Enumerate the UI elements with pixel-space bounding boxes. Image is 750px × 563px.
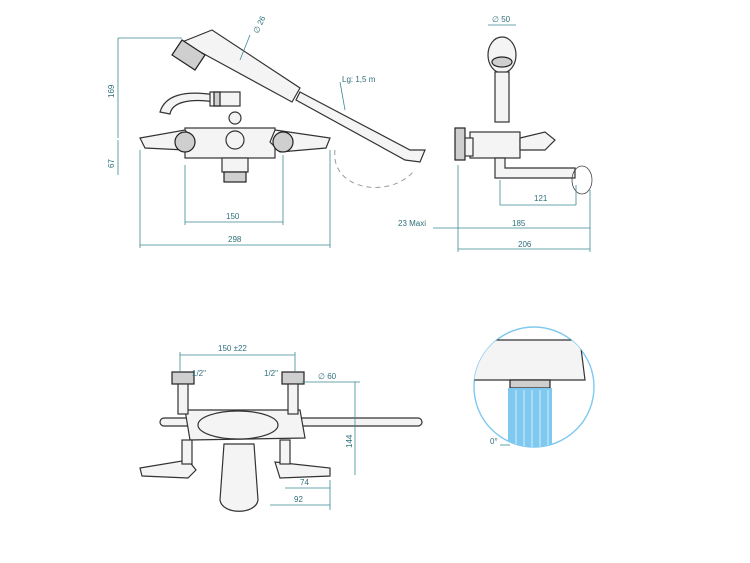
side-valve-body bbox=[469, 131, 521, 159]
spout bbox=[159, 92, 216, 115]
label-width-298: 298 bbox=[228, 235, 242, 244]
side-spout bbox=[494, 157, 576, 179]
label-depth-206: 206 bbox=[518, 240, 532, 249]
side-wall-flange bbox=[454, 127, 466, 161]
outlet-aerator bbox=[223, 171, 247, 183]
top-spout bbox=[219, 443, 259, 512]
side-lever bbox=[519, 131, 556, 151]
dim-leader-26 bbox=[239, 34, 251, 61]
label-height-169: 169 bbox=[107, 84, 116, 98]
top-lever-right bbox=[274, 461, 331, 479]
label-height-67: 67 bbox=[107, 159, 116, 168]
side-view: ∅ 50 121 23 Maxi 185 206 bbox=[398, 15, 593, 252]
top-stem-left bbox=[181, 439, 193, 465]
label-diameter-26: ∅ 26 bbox=[252, 14, 268, 35]
label-diameter-50: ∅ 50 bbox=[492, 15, 511, 24]
diverter-knob bbox=[225, 130, 245, 150]
holder-ring bbox=[213, 91, 221, 107]
lever-hub-left bbox=[174, 131, 196, 153]
label-height-144: 144 bbox=[345, 434, 354, 448]
detail-spout-body bbox=[474, 339, 586, 381]
detail-water-stream bbox=[508, 388, 552, 447]
label-angle: 0° bbox=[490, 437, 498, 446]
top-view: 150 ±22 1/2" 1/2" ∅ 60 144 74 92 bbox=[139, 344, 423, 512]
label-reach-185: 185 bbox=[512, 219, 526, 228]
label-diameter-60: ∅ 60 bbox=[318, 372, 337, 381]
hose-swing-arc bbox=[334, 149, 416, 188]
top-nut-left bbox=[171, 371, 195, 385]
label-thread-right: 1/2" bbox=[264, 369, 278, 378]
label-wall-max: 23 Maxi bbox=[398, 219, 426, 228]
hand-shower bbox=[180, 29, 301, 103]
label-thread-left: 1/2" bbox=[192, 369, 206, 378]
outlet-detail: 0° bbox=[473, 326, 595, 448]
detail-aerator bbox=[509, 379, 551, 389]
top-pipe-right bbox=[287, 383, 299, 415]
lever-hub-right bbox=[272, 131, 294, 153]
label-offset-74: 74 bbox=[300, 478, 309, 487]
label-spacing-150: 150 bbox=[226, 212, 240, 221]
dim-leader-hose bbox=[339, 81, 346, 111]
front-view: ∅ 26 Lg: 1,5 m 169 67 150 298 bbox=[107, 14, 426, 248]
shower-head bbox=[171, 39, 206, 71]
label-hose-length: Lg: 1,5 m bbox=[342, 75, 376, 84]
side-connector bbox=[464, 137, 474, 157]
top-nut-right bbox=[281, 371, 305, 385]
label-spacing-150-22: 150 ±22 bbox=[218, 344, 247, 353]
top-pipe-left bbox=[177, 383, 189, 415]
side-shower-face bbox=[491, 56, 513, 68]
top-stem-right bbox=[279, 439, 291, 465]
bath-outlet bbox=[221, 157, 249, 173]
side-shower-stem bbox=[494, 71, 510, 123]
side-outlet-detail bbox=[571, 165, 593, 195]
diverter-cap bbox=[228, 111, 242, 125]
label-offset-121: 121 bbox=[534, 194, 548, 203]
shower-hose bbox=[295, 91, 426, 163]
label-offset-92: 92 bbox=[294, 495, 303, 504]
top-body-center bbox=[197, 410, 279, 440]
